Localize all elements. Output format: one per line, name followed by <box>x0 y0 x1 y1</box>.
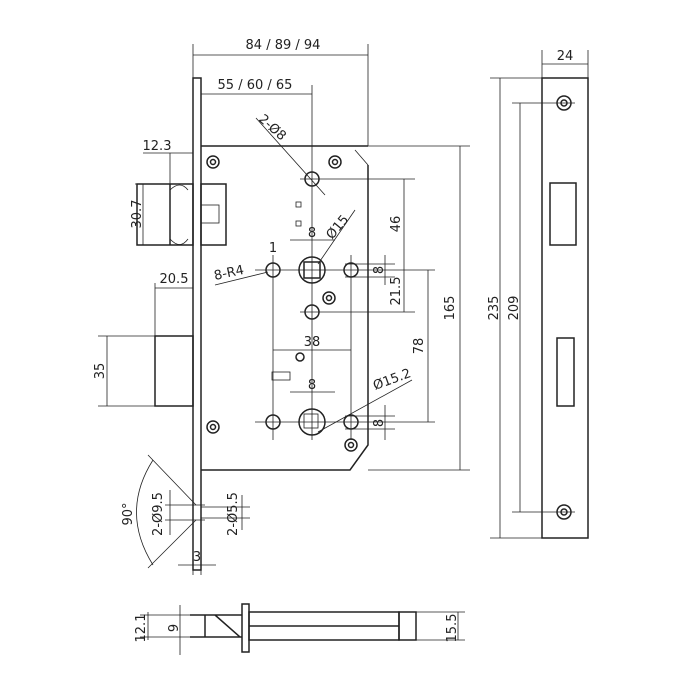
label-spindle-square: 8 <box>308 226 316 241</box>
label-strike-hole-spacing: 209 <box>507 296 522 321</box>
label-side-latch-inner: 9 <box>167 624 182 632</box>
label-bolt-projection: 20.5 <box>160 272 189 287</box>
label-offset: 1 <box>269 241 277 256</box>
label-latch-height: 30.7 <box>130 200 145 229</box>
case-holes <box>206 155 359 452</box>
strike-plate <box>490 50 589 539</box>
label-lower-hole: 21.5 <box>389 277 404 306</box>
label-cylinder-square: 8 <box>308 378 316 393</box>
label-faceplate-thickness: 3 <box>193 550 201 565</box>
label-screw-hole: 2-Ø5.5 <box>226 492 241 536</box>
label-side-latch-height: 12.1 <box>134 614 149 643</box>
label-slot-lower: 8 <box>372 419 387 427</box>
label-slot-upper: 8 <box>372 266 387 274</box>
label-latch-projection: 12.3 <box>143 139 172 154</box>
chamfer-mark <box>354 149 369 166</box>
label-bolt-height: 35 <box>93 363 108 380</box>
label-countersink-dia: 2-Ø9.5 <box>151 492 166 536</box>
label-case-height: 165 <box>443 296 458 321</box>
dimension-lines <box>98 44 470 575</box>
latch <box>136 183 227 246</box>
label-overall-width: 84 / 89 / 94 <box>246 38 321 53</box>
label-top-hole: 46 <box>389 216 404 233</box>
label-fixing-holes: 2-Ø8 <box>255 112 288 144</box>
label-hole-spacing: 38 <box>304 335 321 350</box>
faceplate <box>192 77 202 571</box>
lock-case <box>201 145 369 471</box>
label-cylinder-distance: 78 <box>412 338 427 355</box>
dimension-labels: 84 / 89 / 94 55 / 60 / 65 2-Ø8 12.3 30.7… <box>93 38 573 642</box>
label-backset: 55 / 60 / 65 <box>218 78 293 93</box>
label-strike-width: 24 <box>557 49 574 64</box>
label-radius-holes: 8-R4 <box>213 263 246 284</box>
deadbolt <box>154 335 194 407</box>
latch-side-view <box>140 603 465 655</box>
label-cylinder-hole: Ø15.2 <box>371 366 413 393</box>
label-spindle-hole: Ø15 <box>324 212 353 242</box>
label-countersink-angle: 90° <box>121 502 136 525</box>
label-strike-length: 235 <box>487 296 502 321</box>
label-side-body-height: 15.5 <box>445 614 460 643</box>
